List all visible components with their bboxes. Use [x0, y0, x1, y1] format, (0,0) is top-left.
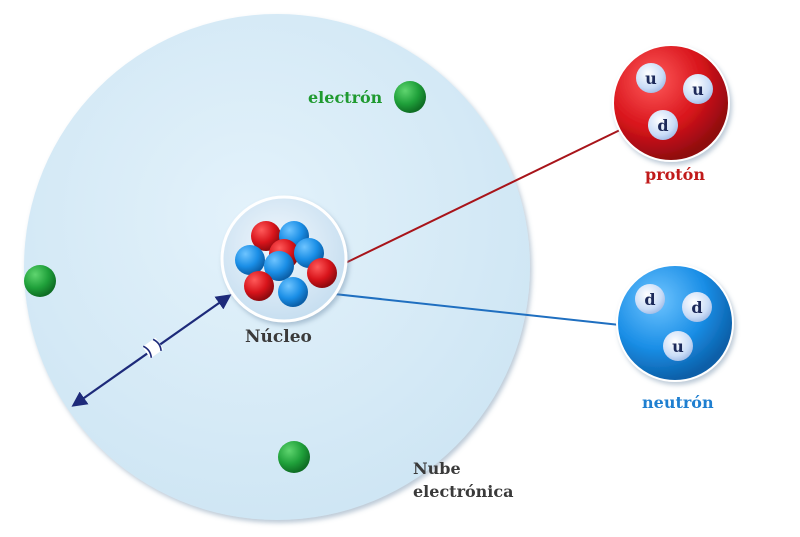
- electron-dot: [278, 441, 310, 473]
- quark-label: u: [645, 69, 657, 88]
- nucleon-proton: [244, 271, 274, 301]
- nucleon-neutron: [264, 251, 294, 281]
- proton-circle: [612, 44, 730, 162]
- quark-label: d: [644, 290, 655, 309]
- quark-circle: [683, 74, 713, 104]
- quark-circle: [636, 63, 666, 93]
- proton-connector-line: [334, 129, 621, 269]
- neutron-label: neutrón: [642, 393, 714, 412]
- electron-label: electrón: [308, 88, 383, 107]
- quark-circle: [648, 110, 678, 140]
- quark-circle: [635, 284, 665, 314]
- quark-circle: [682, 292, 712, 322]
- nucleon-neutron: [235, 245, 265, 275]
- proton-label: protón: [645, 165, 705, 184]
- quark-label: u: [692, 80, 704, 99]
- neutron-circle: [616, 264, 734, 382]
- nucleus-label: Núcleo: [245, 327, 312, 347]
- neutron-connector-line: [324, 292, 621, 326]
- nucleon-neutron: [278, 277, 308, 307]
- electron-cloud-label-line2: electrónica: [413, 482, 514, 501]
- electron-dot: [24, 265, 56, 297]
- electron-cloud-label-line1: Nube: [413, 459, 461, 478]
- quark-label: d: [657, 116, 668, 135]
- quark-label: u: [672, 337, 684, 356]
- proton-diagram: u u d: [612, 44, 730, 162]
- quark-label: d: [691, 298, 702, 317]
- nucleon-proton: [307, 258, 337, 288]
- electron-dot: [394, 81, 426, 113]
- neutron-diagram: d d u: [616, 264, 734, 382]
- quark-circle: [663, 331, 693, 361]
- nucleus: [220, 195, 348, 323]
- axis-break-symbol: [142, 337, 164, 359]
